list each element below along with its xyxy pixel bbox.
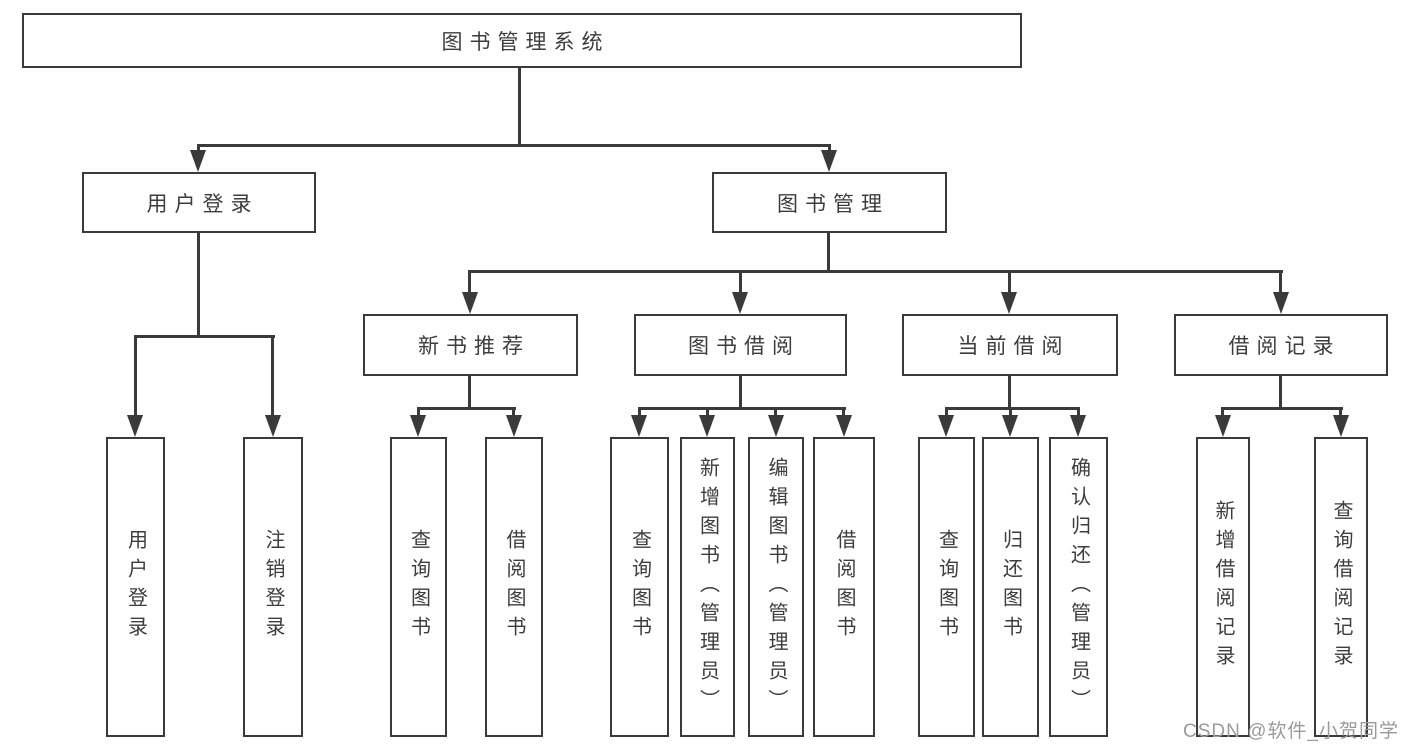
leaf-user-login-label: 用户登录 [124,529,147,645]
connector-drop-book-borrowing [739,270,742,294]
arrowhead-user-login-icon [190,150,206,172]
connector-drop-borrow-books [842,407,845,417]
csdn-watermark: CSDN @软件_小贺同学 [1183,721,1399,742]
leaf-edit-books-admin: 编辑图书（管理员） [748,437,804,737]
arrowhead-confirm-return-admin-icon [1070,415,1086,437]
leaf-borrow-books: 借阅图书 [813,437,875,737]
node-borrowing-records: 借阅记录 [1174,314,1388,376]
leaf-query-books-borrowing-label: 查询图书 [628,529,651,645]
node-book-borrowing-label: 图书借阅 [688,335,800,358]
arrowhead-query-books-borrowing-icon [631,415,647,437]
leaf-borrow-books-label: 借阅图书 [833,529,855,645]
leaf-confirm-return-admin: 确认归还（管理员） [1049,437,1108,737]
connector-drop-query-books-borrowing [638,407,641,417]
node-root-label: 图书管理系统 [441,30,610,54]
leaf-query-books-recommend-label: 查询图书 [407,529,430,645]
arrowhead-borrowing-records-icon [1273,292,1289,314]
arrowhead-borrow-books-recommend-icon [506,415,522,437]
arrowhead-current-borrowing-icon [1001,292,1017,314]
connector-drop-user-login [197,144,200,153]
leaf-return-books: 归还图书 [982,437,1039,737]
connector-book-management-stem [827,233,830,270]
connector-drop-confirm-return-admin [1077,407,1080,417]
connector-book-management-bus [468,270,1283,273]
leaf-add-borrow-record-label: 新增借阅记录 [1212,500,1234,674]
arrowhead-return-books-icon [1002,415,1018,437]
connector-drop-query-books-recommend [417,407,420,417]
arrowhead-leaf-user-login-icon [127,415,143,437]
connector-drop-query-books-current [945,407,948,417]
connector-drop-edit-books-admin [774,407,777,417]
leaf-query-borrow-record-label: 查询借阅记录 [1330,500,1352,674]
leaf-query-books-current-label: 查询图书 [935,529,958,645]
node-user-login: 用户登录 [82,172,316,233]
connector-borrowing-records-stem [1279,376,1282,407]
arrowhead-new-book-recommend-icon [462,292,478,314]
leaf-logout: 注销登录 [243,437,303,737]
connector-drop-new-book-recommend [468,270,471,294]
node-user-login-label: 用户登录 [146,192,259,216]
connector-drop-add-books-admin [706,407,709,417]
connector-drop-leaf-user-login [134,335,137,417]
node-root: 图书管理系统 [22,13,1022,68]
connector-drop-book-management [828,144,831,153]
connector-root-bus [197,144,831,147]
leaf-query-books-borrowing: 查询图书 [610,437,669,737]
leaf-user-login: 用户登录 [106,437,165,737]
connector-root-stem [518,68,521,144]
connector-drop-query-borrow-record [1339,407,1342,417]
arrowhead-add-books-admin-icon [699,415,715,437]
leaf-borrow-books-recommend: 借阅图书 [485,437,543,737]
arrowhead-add-borrow-record-icon [1215,415,1231,437]
connector-drop-borrow-books-recommend [512,407,515,417]
arrowhead-query-borrow-record-icon [1333,415,1349,437]
connector-book-borrowing-stem [739,376,742,407]
connector-new-book-recommend-bus [417,407,516,410]
node-current-borrowing: 当前借阅 [902,314,1118,376]
node-new-book-recommend-label: 新书推荐 [418,335,530,358]
connector-user-login-stem [197,233,200,335]
leaf-query-books-recommend: 查询图书 [390,437,447,737]
connector-user-login-bus [134,335,275,338]
node-book-management-label: 图书管理 [777,192,889,216]
node-borrowing-records-label: 借阅记录 [1228,335,1341,358]
leaf-query-borrow-record: 查询借阅记录 [1314,437,1368,737]
arrowhead-edit-books-admin-icon [768,415,784,437]
node-new-book-recommend: 新书推荐 [363,314,578,376]
arrowhead-query-books-recommend-icon [410,415,426,437]
connector-drop-current-borrowing [1008,270,1011,294]
node-current-borrowing-label: 当前借阅 [957,335,1070,358]
connector-drop-return-books [1009,407,1012,417]
leaf-confirm-return-admin-label: 确认归还（管理员） [1067,456,1090,718]
arrowhead-leaf-logout-icon [265,415,281,437]
node-book-management: 图书管理 [712,172,947,233]
connector-drop-add-borrow-record [1221,407,1224,417]
connector-new-book-recommend-stem [468,376,471,407]
leaf-borrow-books-recommend-label: 借阅图书 [503,529,525,645]
connector-drop-leaf-logout [271,335,274,417]
connector-current-borrowing-stem [1008,376,1011,407]
leaf-query-books-current: 查询图书 [918,437,975,737]
connector-book-borrowing-bus [638,407,846,410]
node-book-borrowing: 图书借阅 [634,314,847,376]
leaf-add-books-admin-label: 新增图书（管理员） [696,456,719,718]
leaf-add-books-admin: 新增图书（管理员） [680,437,735,737]
arrowhead-book-borrowing-icon [732,292,748,314]
leaf-return-books-label: 归还图书 [999,529,1022,645]
leaf-logout-label: 注销登录 [262,529,284,645]
connector-drop-borrowing-records [1279,270,1282,294]
arrowhead-book-management-icon [821,150,837,172]
leaf-edit-books-admin-label: 编辑图书（管理员） [765,456,787,718]
connector-borrowing-records-bus [1221,407,1343,410]
leaf-add-borrow-record: 新增借阅记录 [1196,437,1250,737]
arrowhead-borrow-books-icon [836,415,852,437]
connector-current-borrowing-bus [945,407,1080,410]
arrowhead-query-books-current-icon [938,415,954,437]
